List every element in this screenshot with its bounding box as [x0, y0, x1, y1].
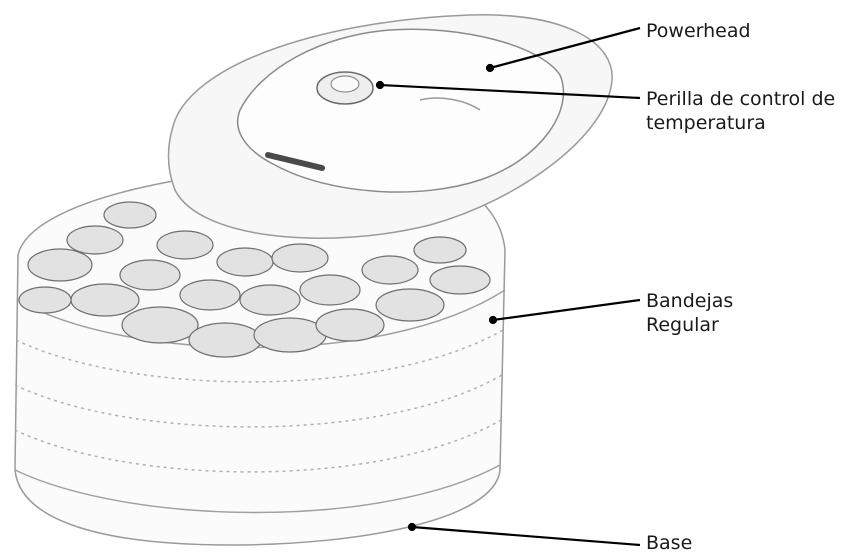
food-slice [28, 249, 92, 281]
label-bandejas-line1: Bandejas [646, 289, 733, 313]
food-slice [19, 287, 71, 313]
leader-dot-base [409, 524, 415, 530]
food-slice [240, 285, 300, 315]
label-perilla-line1: Perilla de control de [646, 87, 835, 111]
label-base-text: Base [646, 531, 692, 555]
food-slice [376, 289, 444, 321]
food-slice [104, 202, 156, 228]
powerhead-lid [169, 15, 613, 238]
label-base: Base [646, 531, 692, 555]
label-powerhead-text: Powerhead [646, 19, 751, 43]
label-temperature-knob: Perilla de control de temperatura [646, 87, 835, 135]
food-slice [122, 307, 198, 343]
food-slice [189, 323, 261, 357]
leader-line-bandejas [493, 300, 640, 320]
leader-dot-bandejas [490, 317, 496, 323]
food-slice [217, 248, 273, 276]
food-slice [157, 231, 213, 259]
label-bandejas-line2: Regular [646, 313, 733, 337]
leader-dot-powerhead [487, 65, 493, 71]
food-slice [414, 237, 466, 263]
label-powerhead: Powerhead [646, 19, 751, 43]
food-slice [120, 260, 180, 290]
temperature-knob-cap [331, 76, 359, 92]
food-slice [430, 266, 490, 294]
food-slice [254, 318, 326, 352]
label-perilla-line2: temperatura [646, 111, 835, 135]
food-slice [272, 244, 328, 272]
food-slice [180, 280, 240, 310]
food-slice [300, 275, 360, 305]
label-trays: Bandejas Regular [646, 289, 733, 337]
food-slice [71, 284, 139, 316]
leader-line-base [412, 527, 640, 545]
leader-dot-perilla [377, 82, 383, 88]
food-slice [316, 309, 384, 341]
food-slice [67, 226, 123, 254]
food-slice [362, 256, 418, 284]
